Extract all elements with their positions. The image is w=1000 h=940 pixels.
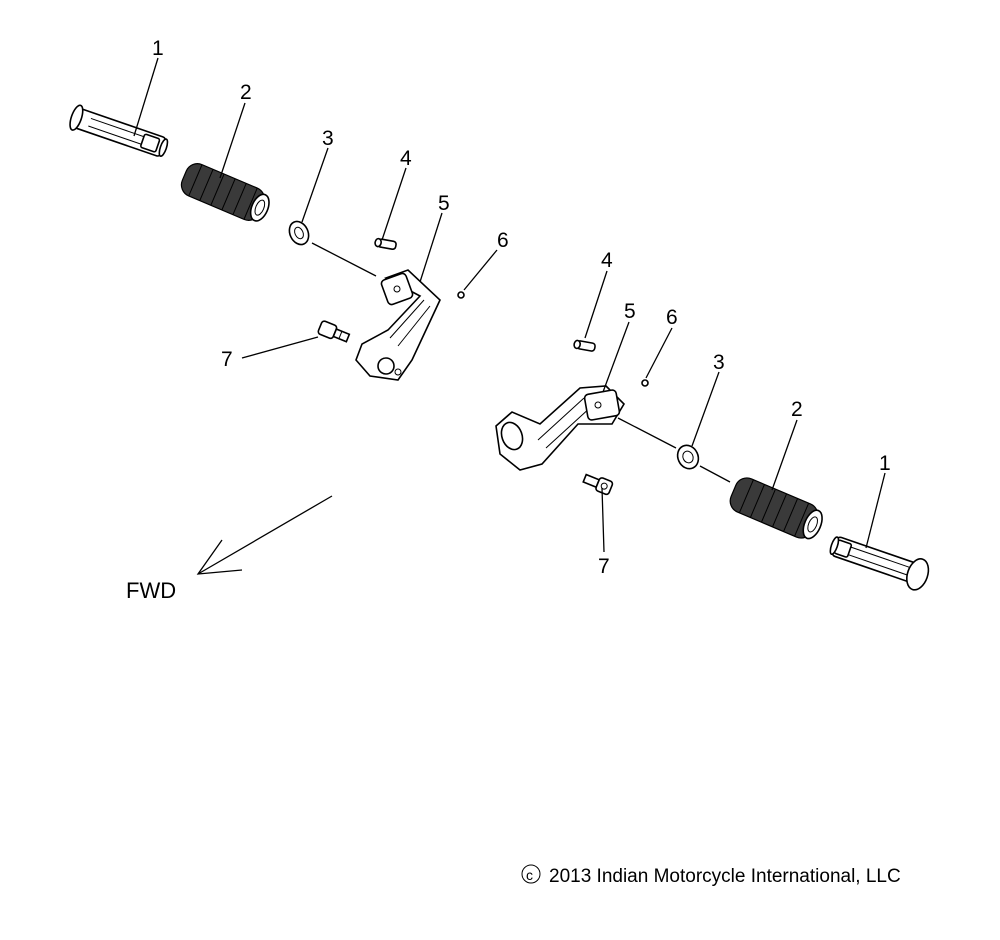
forward-direction-label: FWD (126, 578, 176, 603)
left-leader-5 (419, 212, 443, 283)
right-callout-4: 4 (601, 249, 613, 272)
left-callout-1: 1 (152, 37, 164, 60)
right-callout-6: 6 (666, 306, 678, 329)
left-callout-4: 4 (400, 147, 412, 170)
left-callout-7: 7 (221, 348, 233, 371)
left-part-2-rubber-grip (180, 163, 270, 222)
right-callout-1: 1 (879, 452, 891, 475)
right-part-4-pin (573, 339, 596, 352)
left-leader-3 (301, 147, 329, 223)
left-part-7-bolt (317, 320, 351, 343)
left-leader-2 (219, 102, 246, 179)
right-callout-2: 2 (791, 398, 803, 421)
right-part-7-bolt (582, 473, 614, 496)
right-leader-1 (865, 472, 886, 549)
left-alignment-line (311, 242, 377, 277)
left-part-5-bracket (355, 269, 441, 381)
right-leader-6 (645, 327, 673, 379)
left-leader-4 (381, 167, 407, 241)
left-callout-6: 6 (497, 229, 509, 252)
left-part-1-peg-pin (69, 104, 169, 157)
right-part-5-bracket (495, 385, 626, 471)
left-leader-6 (463, 249, 498, 291)
copyright-symbol-icon (521, 864, 541, 884)
right-part-3-washer (676, 444, 700, 470)
copyright-symbol-letter: c (526, 867, 533, 883)
right-part-1-peg-pin (829, 536, 930, 591)
left-callout-3: 3 (322, 127, 334, 150)
right-leader-5 (602, 321, 630, 393)
right-part-2-rubber-grip (729, 477, 823, 540)
right-part-6-ball (641, 379, 649, 387)
left-callout-5: 5 (438, 192, 450, 215)
left-callout-2: 2 (240, 81, 252, 104)
right-leader-2 (771, 419, 798, 491)
right-alignment-line-b (699, 465, 731, 483)
right-leader-4 (584, 270, 608, 339)
right-callout-5: 5 (624, 300, 636, 323)
left-leader-1 (133, 57, 159, 137)
copyright-text: 2013 Indian Motorcycle International, LL… (549, 866, 901, 887)
right-leader-3 (691, 371, 720, 447)
left-part-3-washer (288, 220, 310, 246)
left-leader-7 (241, 336, 319, 359)
right-leader-7 (601, 487, 605, 553)
right-callout-7: 7 (598, 555, 610, 578)
right-callout-3: 3 (713, 351, 725, 374)
forward-arrow-icon (196, 495, 333, 575)
copyright-notice: c 2013 Indian Motorcycle International, … (521, 864, 901, 887)
right-alignment-line-a (617, 417, 677, 449)
left-part-6-ball (457, 291, 465, 299)
left-part-4-pin (374, 237, 397, 251)
